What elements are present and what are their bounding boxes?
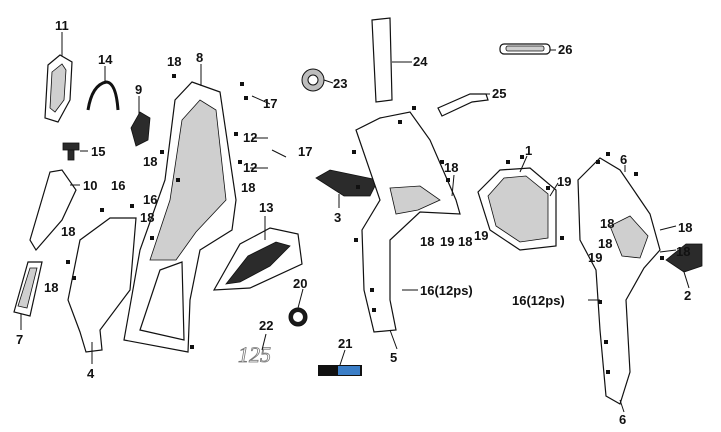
part-7-inner <box>17 267 38 309</box>
label-6: 6 <box>619 412 626 427</box>
label-12a: 12 <box>243 130 257 145</box>
label-18d: 18 <box>167 54 181 69</box>
fasteners <box>66 74 664 374</box>
label-18f: 18 <box>241 180 255 195</box>
label-18e: 18 <box>143 154 157 169</box>
label-4: 4 <box>87 366 95 381</box>
label-12b: 12 <box>243 160 257 175</box>
label-16d: 16(12ps) <box>512 293 565 308</box>
label-16a: 16 <box>111 178 125 193</box>
label-3: 3 <box>334 210 341 225</box>
part-10-bracket <box>29 169 77 252</box>
part-6-inner-cover <box>577 157 661 405</box>
part-9-cap <box>130 111 151 147</box>
part-25-bracket <box>437 93 489 117</box>
label-19b: 19 <box>474 228 488 243</box>
label-1: 1 <box>525 143 532 158</box>
label-18l: 18 <box>676 244 690 259</box>
part-14-trim <box>86 80 120 111</box>
label-18g: 18 <box>444 160 458 175</box>
label-18m: 18 <box>600 216 614 231</box>
part-13-side-cover <box>212 227 303 291</box>
label-16c: 16(12ps) <box>420 283 473 298</box>
label-5: 5 <box>390 350 397 365</box>
label-8: 8 <box>196 50 203 65</box>
label-11: 11 <box>55 18 69 33</box>
part-11-bracket <box>44 54 73 123</box>
label-18a: 18 <box>61 224 75 239</box>
label-24: 24 <box>413 54 428 69</box>
label-7: 7 <box>16 332 23 347</box>
part-5-front-cover <box>355 111 461 333</box>
label-10: 10 <box>83 178 97 193</box>
part-2-grille <box>665 243 703 273</box>
label-26: 26 <box>558 42 572 57</box>
part-1-headlight <box>477 167 557 251</box>
label-22: 22 <box>259 318 273 333</box>
label-19d: 19 <box>588 250 602 265</box>
label-18i: 18 <box>458 234 472 249</box>
part-4-inner-panel <box>67 217 137 353</box>
label-18c: 18 <box>44 280 58 295</box>
label-2: 2 <box>684 288 691 303</box>
label-21: 21 <box>338 336 352 351</box>
label-9: 9 <box>135 82 142 97</box>
label-13: 13 <box>259 200 273 215</box>
label-15: 15 <box>91 144 105 159</box>
label-25: 25 <box>492 86 506 101</box>
label-18b: 18 <box>140 210 154 225</box>
label-20: 20 <box>293 276 307 291</box>
part-23-ring <box>301 68 325 92</box>
part-3-cover <box>315 169 379 197</box>
label-17a: 17 <box>263 96 277 111</box>
label-23: 23 <box>333 76 347 91</box>
label-19a: 19 <box>440 234 454 249</box>
part-21-decal <box>318 365 362 376</box>
part-8-front-panel <box>123 81 237 353</box>
part-24-strip <box>371 17 393 103</box>
label-18j: 18 <box>678 220 692 235</box>
label-14: 14 <box>98 52 113 67</box>
label-16b: 16 <box>143 192 157 207</box>
callout-labels: 11 14 9 15 10 16 18 18 16 18 7 4 18 8 18… <box>16 18 692 427</box>
part-26-rubber-trim <box>499 43 551 55</box>
part-15-clip <box>62 142 80 161</box>
part-20-emblem <box>288 307 308 327</box>
leader-lines <box>20 32 690 413</box>
label-19c: 19 <box>557 174 571 189</box>
label-18h: 18 <box>420 234 434 249</box>
part-22-decal-125: 125 <box>238 342 271 367</box>
label-18k: 18 <box>598 236 612 251</box>
label-17b: 17 <box>298 144 312 159</box>
label-6-top: 6 <box>620 152 627 167</box>
